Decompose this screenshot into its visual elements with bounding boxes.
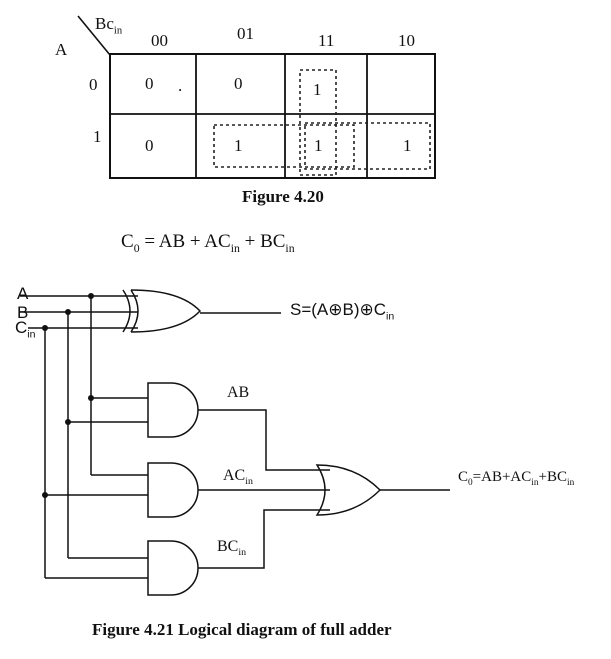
group-ab [299, 69, 337, 176]
bcin-sub: in [238, 547, 247, 559]
input-cin-sub: in [27, 328, 36, 341]
eq-rhs-2: + BC [239, 231, 286, 252]
carry-out-c: C [458, 469, 469, 485]
kmap-col-var: Bcin [95, 14, 122, 36]
group-bcin [213, 124, 355, 168]
eq-rhs-1-sub: in [230, 241, 240, 255]
figure-4-20-caption: Figure 4.20 [242, 187, 324, 206]
input-a-label: A [17, 284, 29, 303]
sum-output-sub: in [386, 310, 395, 323]
carry-equation: C0 = AB + ACin + BCin [121, 231, 295, 256]
acin-wire-label: ACin [223, 467, 253, 487]
kmap-cell-r1-c1: 1 [234, 136, 243, 155]
eq-rhs-2-sub: in [285, 241, 295, 255]
kmap-row-var: A [55, 40, 68, 59]
eq-lhs-sub: 0 [133, 241, 140, 255]
kmap-col-header-11: 11 [318, 31, 335, 50]
kmap-col-var-sub: in [113, 25, 123, 37]
sum-output-text: S=(A⊕B)⊕C [290, 300, 387, 319]
eq-lhs: C [121, 231, 134, 252]
bcin-text: BC [217, 538, 239, 555]
kmap-cell-r0-c0: 0 [145, 74, 154, 93]
kmap-row-header-1: 1 [93, 127, 102, 146]
acin-sub: in [245, 476, 253, 488]
kmap-col-header-00: 00 [151, 31, 168, 50]
carry-out-mid-sub: in [531, 478, 539, 488]
bcin-wire-label: BCin [217, 538, 246, 558]
kmap-cell-r1-c0: 0 [145, 136, 154, 155]
input-cin-label: Cin [15, 318, 35, 340]
figure-4-21-caption: Figure 4.21 Logical diagram of full adde… [92, 620, 392, 639]
input-cin-text: C [15, 318, 28, 337]
kmap-col-var-text: Bc [95, 14, 114, 33]
kmap-cell-r1-c2: 1 [314, 136, 323, 155]
carry-out-end: +BC [538, 469, 567, 485]
kmap-cell-r1-c3: 1 [403, 136, 412, 155]
ab-wire-label: AB [227, 384, 250, 401]
kmap-cell-r0-c2: 1 [313, 80, 322, 99]
kmap-col-header-10: 10 [398, 31, 415, 50]
kmap-cell-r0-c1: 0 [234, 74, 243, 93]
kmap-row-header-0: 0 [89, 75, 98, 94]
carry-out-c-sub: 0 [468, 478, 473, 488]
sum-output-label: S=(A⊕B)⊕Cin [290, 300, 394, 322]
acin-text: AC [223, 467, 246, 484]
carry-out-mid: =AB+AC [472, 469, 532, 485]
kmap-col-header-01: 01 [237, 24, 254, 43]
group-acin [304, 122, 431, 170]
eq-rhs-1: = AB + AC [144, 231, 231, 252]
carry-output-label: C0=AB+ACin+BCin [458, 469, 574, 488]
carry-out-end-sub: in [566, 478, 575, 488]
input-b-label: B [17, 303, 29, 322]
kmap-stray-dot: . [178, 76, 183, 95]
